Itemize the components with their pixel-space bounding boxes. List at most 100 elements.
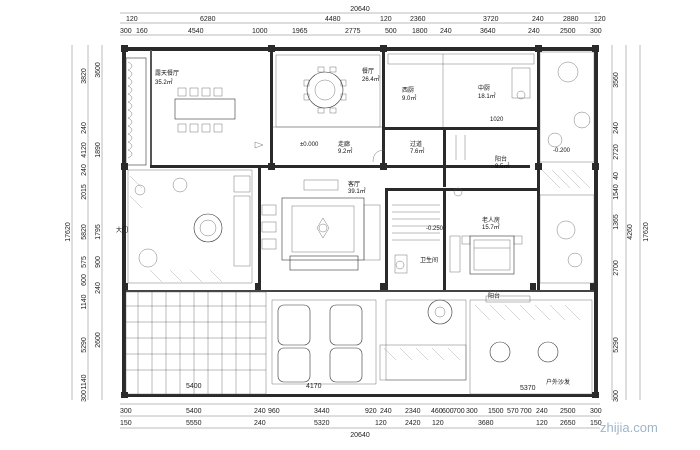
dim-bottom-total: 20640 — [350, 432, 370, 439]
dim-bot-r1-9: 600 — [442, 408, 454, 415]
room-guest-name: 老人房 — [482, 216, 500, 224]
dim-left-13: 1140 — [81, 294, 88, 309]
room-chinese-kitchen-name: 中厨 — [478, 84, 490, 92]
dim-bot-r1-11: 300 — [466, 408, 478, 415]
dim-left-12: 240 — [95, 282, 102, 294]
dim-left-17: 300 — [81, 390, 88, 402]
room-western-kitchen-name: 西厨 — [402, 87, 414, 94]
room-terrace-name: 阳台 — [488, 292, 500, 300]
dim-right-8: 5290 — [613, 337, 620, 353]
room-restaurant-name: 餐厅 — [362, 67, 374, 75]
dim-bot-r1-12: 1500 — [488, 408, 504, 415]
dim-top-r1-6: 240 — [532, 16, 544, 23]
room-outdoor-dining-name: 露天餐厅 — [155, 69, 179, 77]
middle-rooms: 走廊 9.2㎡ ±0.000 过道 7.6㎡ 阳台 9.5㎡ -0.200 — [254, 126, 571, 170]
dim-top-r2-6: 500 — [385, 28, 397, 35]
dim-bot-r1-6: 240 — [380, 408, 392, 415]
dim-top-r2-3: 1000 — [252, 28, 268, 35]
stairs-bath: -0.250 卫生间 — [392, 187, 463, 274]
dim-bot-r2-6: 120 — [432, 420, 444, 427]
dim-top-r1-7: 2880 — [563, 16, 579, 23]
dim-left-8: 1795 — [95, 224, 102, 240]
room-corridor-name: 过道 — [410, 140, 422, 148]
dim-bot-r2-4: 120 — [375, 420, 387, 427]
dim-bot-r2-10: 150 — [590, 420, 602, 427]
living-room: 客厅 39.1㎡ — [261, 179, 381, 271]
dim-bot-r1-16: 2500 — [560, 408, 576, 415]
dim-top-r2-0: 300 — [120, 28, 132, 35]
dim-right-9: 300 — [613, 390, 620, 402]
top-dimensions: 20640 120 6280 4480 120 2360 3720 240 28… — [120, 6, 606, 36]
dim-left-total: 17620 — [65, 222, 72, 242]
room-outdoor-sofa-name: 户外沙发 — [546, 378, 570, 386]
dim-bot-r1-5: 920 — [365, 408, 377, 415]
room-bath-name: 卫生间 — [420, 256, 438, 264]
dim-top-r1-3: 120 — [380, 16, 392, 23]
dim-left-2: 240 — [81, 122, 88, 134]
dim-bot-r1-8: 460 — [431, 408, 443, 415]
dim-left-3: 4120 — [81, 142, 88, 158]
note-1020: 1020 — [490, 117, 504, 123]
dim-left-5: 240 — [81, 164, 88, 176]
dim-left-6: 2015 — [81, 184, 88, 200]
dim-top-r2-1: 160 — [136, 28, 148, 35]
note-level-0: ±0.000 — [300, 142, 319, 148]
dim-top-r1-0: 120 — [126, 16, 138, 23]
dim-top-r2-10: 240 — [528, 28, 540, 35]
dim-bot-r1-2: 240 — [254, 408, 266, 415]
outer-walls — [122, 47, 598, 397]
dim-right-6: 4260 — [627, 224, 634, 240]
dim-bot-r2-7: 3680 — [478, 420, 494, 427]
dim-bot-r2-5: 2420 — [405, 420, 421, 427]
room-living-name: 客厅 — [348, 180, 360, 188]
dim-top-total: 20640 — [350, 6, 370, 13]
dim-top-r2-9: 3640 — [480, 28, 496, 35]
dim-left-9: 900 — [95, 256, 102, 268]
dim-bot-r2-9: 2650 — [560, 420, 576, 427]
dim-top-r1-1: 6280 — [200, 16, 216, 23]
room-chinese-kitchen-area: 18.1㎡ — [478, 92, 496, 100]
dim-right-3: 40 — [613, 172, 620, 180]
room-corridor-area: 7.6㎡ — [410, 147, 424, 155]
gate-label: 大门 — [116, 226, 128, 234]
dim-top-r2-4: 1965 — [292, 28, 308, 35]
dim-bot-r2-1: 5550 — [186, 420, 202, 427]
restaurant: 餐厅 26.4㎡ — [275, 54, 381, 128]
dim-bot-r2-0: 150 — [120, 420, 132, 427]
dim-left-0: 3820 — [81, 68, 88, 84]
dim-top-r2-5: 2775 — [345, 28, 361, 35]
dim-bot-r1-0: 300 — [120, 408, 132, 415]
dim-right-5: 1365 — [613, 214, 620, 230]
dim-left-1: 3600 — [95, 62, 102, 78]
columns — [121, 45, 599, 398]
dim-top-r2-8: 240 — [440, 28, 452, 35]
room-living-area: 39.1㎡ — [348, 187, 366, 195]
room-guest-area: 15.7㎡ — [482, 223, 500, 231]
right-dimensions: 17620 3560 240 2720 40 1540 1365 4260 27… — [611, 45, 650, 402]
dim-bot-r2-2: 240 — [254, 420, 266, 427]
dim-left-14: 5290 — [81, 337, 88, 353]
dim-bot-r1-15: 240 — [536, 408, 548, 415]
dim-inner-bot-1: 4170 — [306, 383, 322, 390]
dim-right-total: 17620 — [643, 222, 650, 242]
room-western-kitchen-area: 9.0㎡ — [402, 94, 416, 102]
dim-top-r1-2: 4480 — [325, 16, 341, 23]
dim-inner-bot-0: 5400 — [186, 383, 202, 390]
dim-bot-r1-17: 300 — [590, 408, 602, 415]
room-hall-area: 9.2㎡ — [338, 147, 352, 155]
dim-bot-r1-10: 700 — [453, 408, 465, 415]
dim-right-1: 240 — [613, 122, 620, 134]
gardens: 大门 — [116, 51, 595, 284]
dim-bot-r1-13: 570 — [507, 408, 519, 415]
dim-left-15: 2600 — [95, 332, 102, 348]
kitchens: 西厨 9.0㎡ 中厨 18.1㎡ 1020 — [387, 53, 535, 127]
room-outdoor-dining-area: 35.2㎡ — [155, 78, 173, 86]
dim-right-0: 3560 — [613, 72, 620, 88]
dim-right-2: 2720 — [613, 144, 620, 160]
bottom-dimensions: 300 5400 240 960 3440 920 240 2340 460 6… — [120, 403, 602, 439]
dim-top-r1-8: 120 — [594, 16, 606, 23]
dim-top-r2-11: 2500 — [560, 28, 576, 35]
dim-top-r2-12: 300 — [590, 28, 602, 35]
dim-bot-r1-7: 2340 — [405, 408, 421, 415]
